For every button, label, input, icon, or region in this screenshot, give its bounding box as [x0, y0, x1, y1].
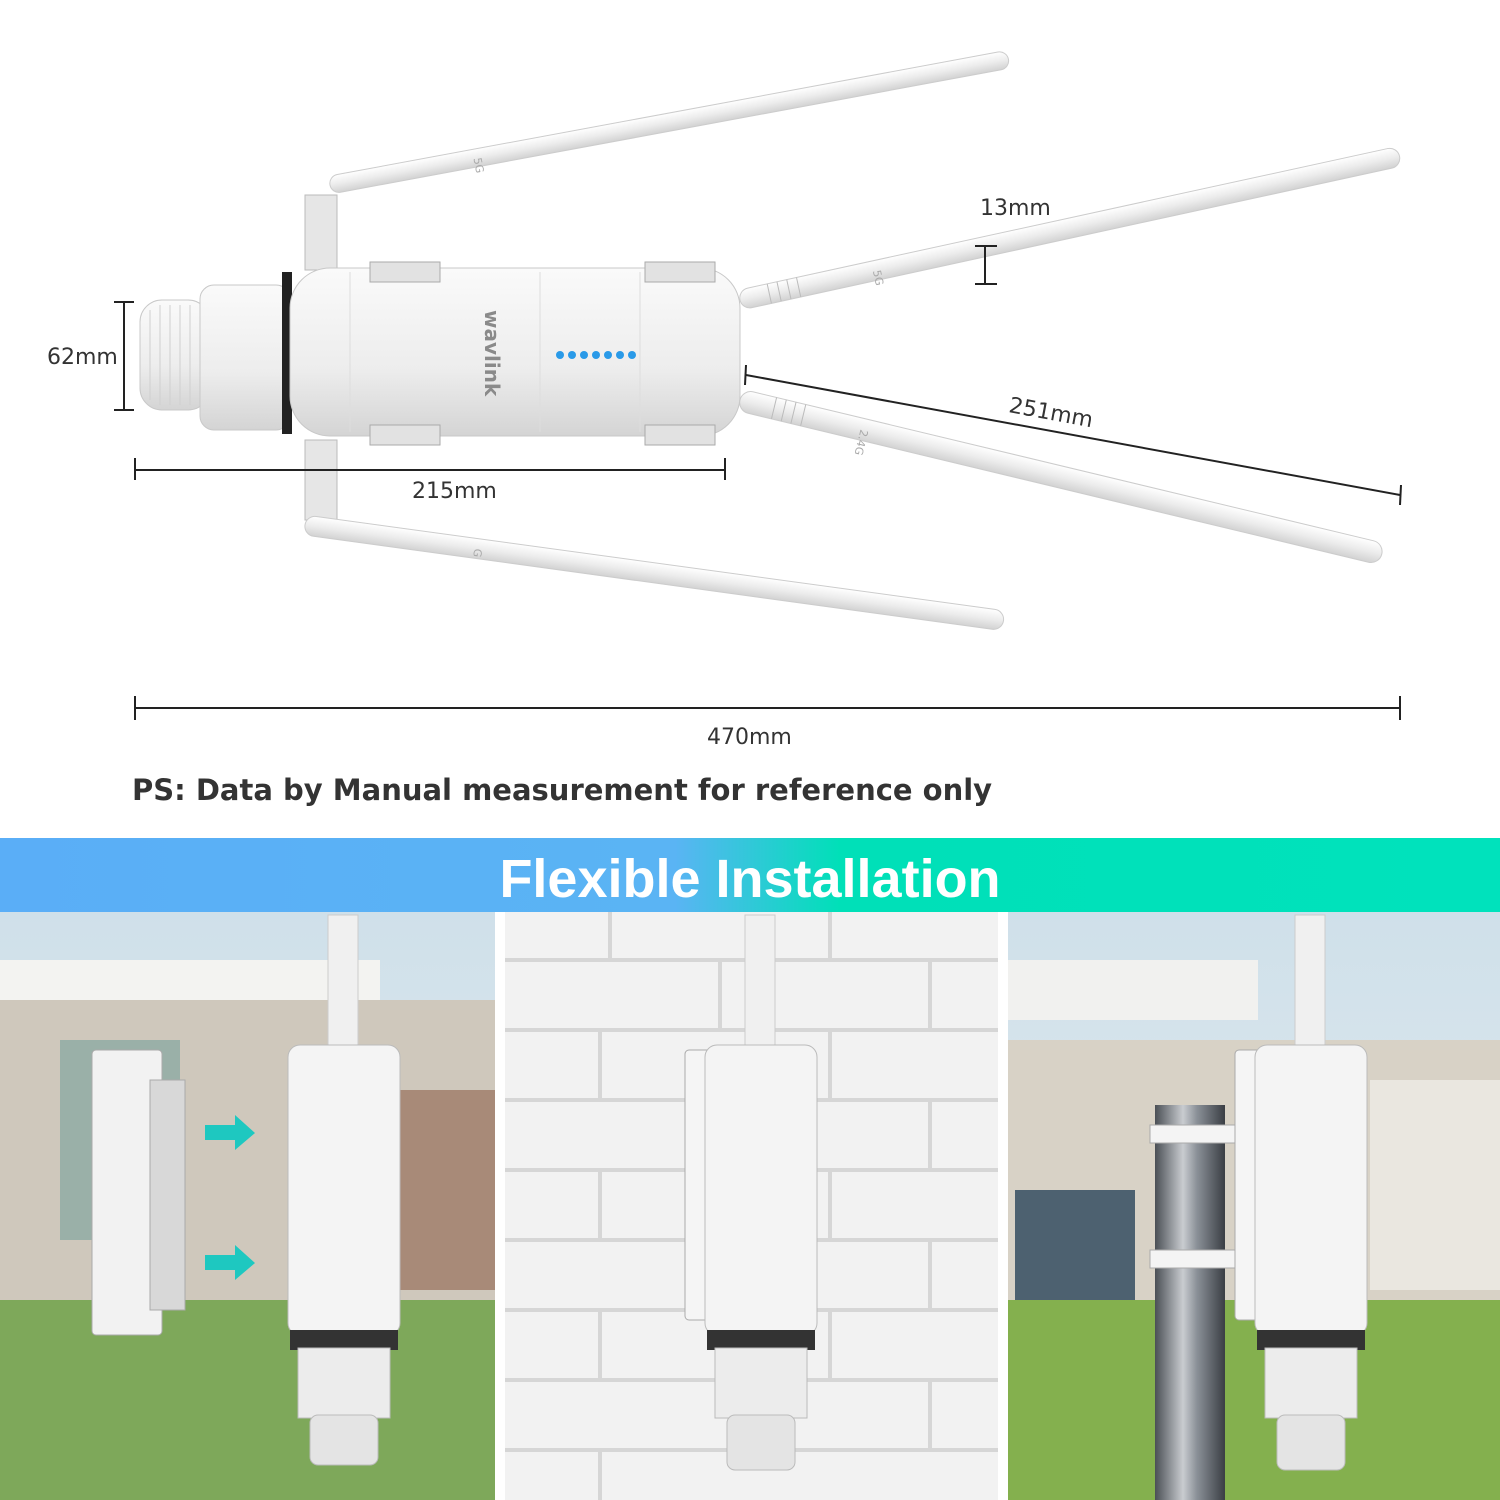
svg-text:5G: 5G	[471, 157, 487, 175]
svg-text:2.4G: 2.4G	[852, 428, 871, 456]
antenna-bottom: G	[304, 515, 1005, 630]
wavlink-logo: wavlink	[480, 310, 504, 397]
antenna-top-joint	[304, 194, 338, 271]
antenna-length-label: 251mm	[1007, 393, 1095, 433]
measurement-note: PS: Data by Manual measurement for refer…	[132, 773, 992, 807]
antenna-right-upper: 5G	[739, 147, 1401, 309]
antenna-top: 5G	[329, 51, 1010, 193]
antenna-bottom-joint	[304, 439, 338, 521]
total-width-label: 470mm	[707, 725, 792, 750]
installation-panel-wall	[505, 912, 998, 1500]
banner-title: Flexible Installation	[499, 849, 1000, 909]
installation-panel-pole	[1008, 912, 1500, 1500]
body-length-label: 215mm	[412, 479, 497, 504]
dimension-lines	[114, 245, 1402, 720]
banner	[0, 838, 1500, 912]
led-indicators	[556, 351, 636, 359]
installation-panel-bracket	[0, 912, 495, 1500]
antenna-diameter-label: 13mm	[980, 196, 1051, 221]
router-body: wavlink	[139, 261, 741, 446]
body-diameter-label: 62mm	[47, 345, 118, 370]
svg-text:G: G	[470, 548, 484, 558]
svg-text:5G: 5G	[870, 269, 886, 287]
